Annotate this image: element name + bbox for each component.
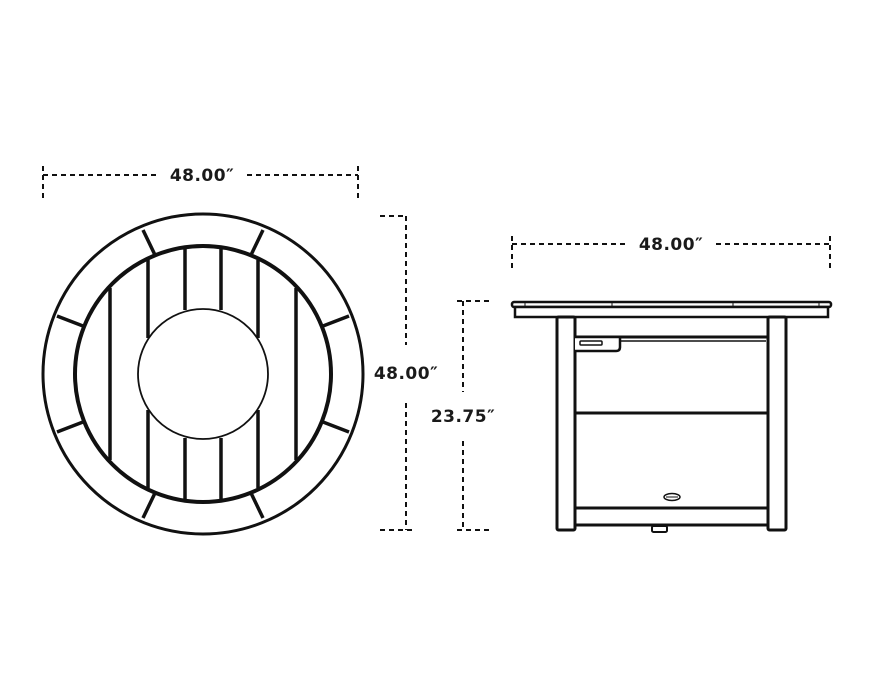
- handle-slot: [579, 340, 603, 346]
- side-view-width-label: 48.00″: [639, 235, 703, 255]
- center-burner-opening: [137, 308, 269, 440]
- top-view-width-label: 48.00″: [170, 166, 234, 186]
- side-view-height-dimension: [457, 300, 490, 531]
- outer-rim: [41, 212, 365, 536]
- side-view-width-dimension: [511, 236, 831, 271]
- side-view-height-label: 23.75″: [431, 407, 495, 427]
- center-foot: [651, 525, 668, 533]
- top-view-drawing: [41, 212, 365, 536]
- side-view-drawing: [510, 300, 833, 533]
- tabletop-apron: [513, 305, 830, 319]
- rim-segment-dividers: [56, 229, 350, 519]
- top-view-width-dimension: [42, 166, 359, 202]
- inner-rim: [73, 244, 333, 504]
- right-leg: [766, 315, 788, 532]
- top-view-depth-dimension: [380, 215, 412, 531]
- top-view-depth-label: 48.00″: [374, 364, 438, 384]
- left-leg: [555, 315, 577, 532]
- slat-lines: [108, 249, 298, 499]
